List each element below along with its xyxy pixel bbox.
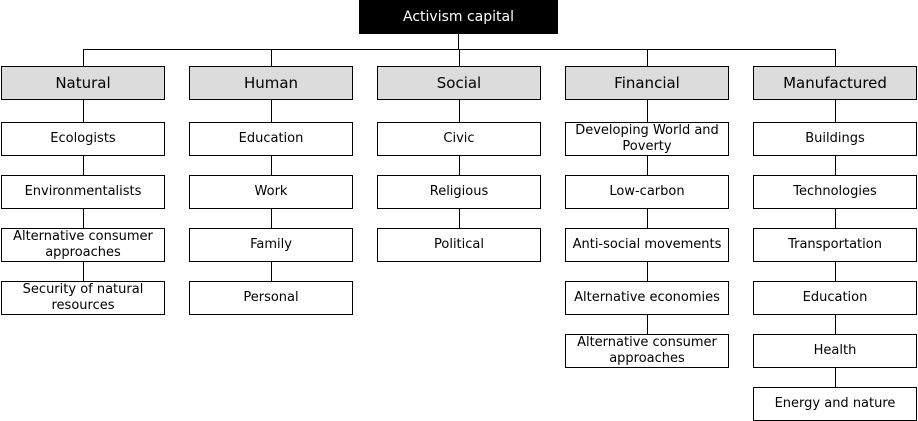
category-header-human: Human bbox=[189, 66, 353, 100]
item-node-social: Political bbox=[377, 228, 541, 262]
item-node-financial: Alternative economies bbox=[565, 281, 729, 315]
item-node-natural: Alternative consumer approaches bbox=[1, 228, 165, 262]
connector-vertical bbox=[834, 209, 836, 228]
connector-vertical bbox=[458, 156, 460, 175]
category-header-natural: Natural bbox=[1, 66, 165, 100]
item-node-manufactured: Buildings bbox=[753, 122, 917, 156]
item-node-manufactured: Technologies bbox=[753, 175, 917, 209]
connector-vertical bbox=[646, 262, 648, 281]
connector-bar-to-header bbox=[834, 49, 836, 66]
item-node-financial: Alternative consumer approaches bbox=[565, 334, 729, 368]
item-node-natural: Security of natural resources bbox=[1, 281, 165, 315]
connector-vertical bbox=[646, 315, 648, 334]
connector-vertical bbox=[458, 100, 460, 122]
connector-bar-to-header bbox=[82, 49, 84, 66]
item-node-natural: Environmentalists bbox=[1, 175, 165, 209]
connector-vertical bbox=[82, 156, 84, 175]
item-node-social: Civic bbox=[377, 122, 541, 156]
connector-vertical bbox=[82, 209, 84, 228]
item-node-human: Education bbox=[189, 122, 353, 156]
connector-vertical bbox=[646, 156, 648, 175]
item-node-financial: Anti-social movements bbox=[565, 228, 729, 262]
root-node-activism-capital: Activism capital bbox=[359, 0, 558, 34]
item-node-human: Family bbox=[189, 228, 353, 262]
connector-bar-to-header bbox=[458, 49, 460, 66]
connector-vertical bbox=[834, 368, 836, 387]
connector-vertical bbox=[270, 100, 272, 122]
connector-vertical bbox=[82, 262, 84, 281]
connector-vertical bbox=[82, 100, 84, 122]
item-node-financial: Developing World and Poverty bbox=[565, 122, 729, 156]
connector-vertical bbox=[646, 209, 648, 228]
item-node-financial: Low-carbon bbox=[565, 175, 729, 209]
connector-vertical bbox=[834, 100, 836, 122]
item-node-human: Work bbox=[189, 175, 353, 209]
item-node-manufactured: Transportation bbox=[753, 228, 917, 262]
connector-vertical bbox=[834, 315, 836, 334]
item-node-social: Religious bbox=[377, 175, 541, 209]
item-node-natural: Ecologists bbox=[1, 122, 165, 156]
connector-vertical bbox=[646, 100, 648, 122]
connector-bar-to-header bbox=[270, 49, 272, 66]
connector-root-stem bbox=[458, 34, 459, 49]
category-header-financial: Financial bbox=[565, 66, 729, 100]
item-node-manufactured: Energy and nature bbox=[753, 387, 917, 421]
connector-vertical bbox=[834, 156, 836, 175]
connector-vertical bbox=[834, 262, 836, 281]
item-node-manufactured: Education bbox=[753, 281, 917, 315]
connector-vertical bbox=[270, 262, 272, 281]
item-node-human: Personal bbox=[189, 281, 353, 315]
category-header-social: Social bbox=[377, 66, 541, 100]
connector-vertical bbox=[458, 209, 460, 228]
connector-bar-to-header bbox=[646, 49, 648, 66]
connector-vertical bbox=[270, 209, 272, 228]
item-node-manufactured: Health bbox=[753, 334, 917, 368]
category-header-manufactured: Manufactured bbox=[753, 66, 917, 100]
connector-vertical bbox=[270, 156, 272, 175]
